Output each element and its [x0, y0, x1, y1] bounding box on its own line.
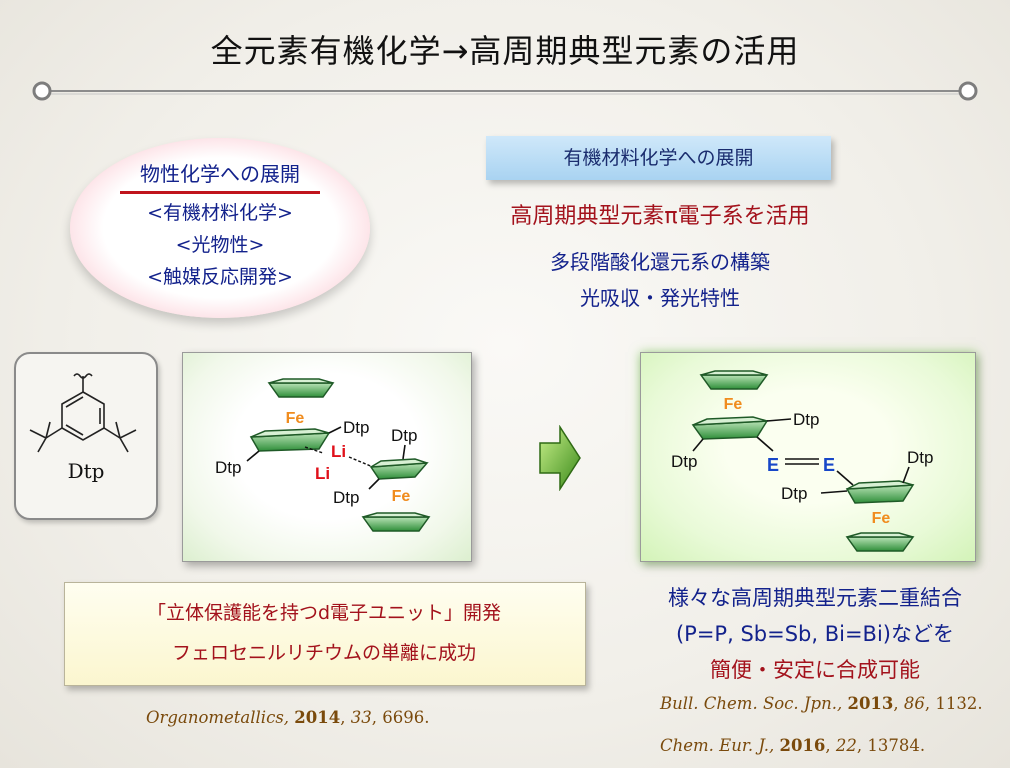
dtp-label-s2-d: Dtp — [781, 484, 807, 503]
transformation-arrow-icon — [539, 425, 581, 491]
li-label-1: Li — [331, 442, 346, 461]
dtp-label-s1-a: Dtp — [343, 418, 369, 437]
ref1-volume: 33 — [350, 708, 372, 727]
right-result-line-3: 簡便・安定に合成可能 — [710, 658, 920, 682]
result-line-1: 「立体保護能を持つd電子ユニット」開発 — [146, 602, 502, 624]
e-label-2: E — [823, 455, 835, 475]
oval-item-catalysis: <触媒反応開発> — [147, 266, 293, 288]
dtp-label-s2-a: Dtp — [793, 410, 819, 429]
dtp-label: Dtp — [68, 459, 105, 483]
redox-line: 多段階酸化還元系の構築 — [550, 250, 770, 274]
double-bond-structure: Fe Dtp Dtp E E Dtp Dtp Fe — [671, 370, 933, 552]
fe-label-1: Fe — [286, 410, 305, 427]
dtp-label-s1-d: Dtp — [333, 488, 359, 507]
ferrocenyllithium-panel: Fe Dtp Dtp Li Li Dtp Dtp Fe — [182, 352, 472, 562]
ref2-year: 2013 — [847, 694, 894, 713]
ref1-year: 2014 — [294, 708, 341, 727]
dtp-label-s1-c: Dtp — [391, 426, 417, 445]
oval-item-photophysics: <光物性> — [175, 234, 265, 256]
oval-heading: 物性化学への展開 — [120, 158, 320, 194]
page-title: 全元素有機化学→高周期典型元素の活用 — [210, 32, 800, 70]
li-label-2: Li — [315, 464, 330, 483]
result-line-2: フェロセニルリチウムの単離に成功 — [171, 642, 476, 664]
ref3-year: 2016 — [779, 736, 826, 755]
result-box — [64, 582, 586, 686]
reference-3: Chem. Eur. J., 2016, 22, 13784. — [660, 736, 926, 755]
right-result-line-2: (P=P, Sb=Sb, Bi=Bi)などを — [675, 622, 954, 646]
fe-label-3: Fe — [724, 396, 743, 413]
dtp-label-s1-b: Dtp — [215, 458, 241, 477]
ref3-page: 13784. — [867, 736, 926, 755]
materials-banner: 有機材料化学への展開 — [486, 136, 831, 180]
ref2-journal: Bull. Chem. Soc. Jpn., — [660, 694, 843, 713]
physical-chemistry-oval — [70, 138, 370, 318]
ref3-journal: Chem. Eur. J., — [660, 736, 775, 755]
reference-1: Organometallics, 2014, 33, 6696. — [146, 708, 430, 727]
title-divider — [32, 81, 978, 101]
ref2-page: 1132. — [935, 694, 983, 713]
dtp-label-s2-b: Dtp — [671, 452, 697, 471]
ferrocenyllithium-structure: Fe Dtp Dtp Li Li Dtp Dtp Fe — [215, 378, 431, 532]
double-bond-panel: Fe Dtp Dtp E E Dtp Dtp Fe — [640, 352, 976, 562]
dtp-structure-box: Dtp — [14, 352, 158, 520]
ref1-page: 6696. — [382, 708, 430, 727]
oval-item-materials: <有機材料化学> — [147, 202, 293, 224]
ref3-volume: 22 — [835, 736, 857, 755]
ref2-volume: 86 — [903, 694, 925, 713]
pi-electron-line: 高周期典型元素π電子系を活用 — [510, 204, 810, 229]
emission-line: 光吸収・発光特性 — [580, 286, 740, 310]
fe-label-4: Fe — [872, 510, 891, 527]
e-label-1: E — [767, 455, 779, 475]
dtp-label-s2-c: Dtp — [907, 448, 933, 467]
right-result-line-1: 様々な高周期典型元素二重結合 — [668, 586, 962, 610]
fe-label-2: Fe — [392, 488, 411, 505]
dtp-structure-icon: Dtp — [29, 373, 137, 483]
reference-2: Bull. Chem. Soc. Jpn., 2013, 86, 1132. — [660, 694, 983, 713]
ref1-journal: Organometallics, — [146, 708, 290, 727]
